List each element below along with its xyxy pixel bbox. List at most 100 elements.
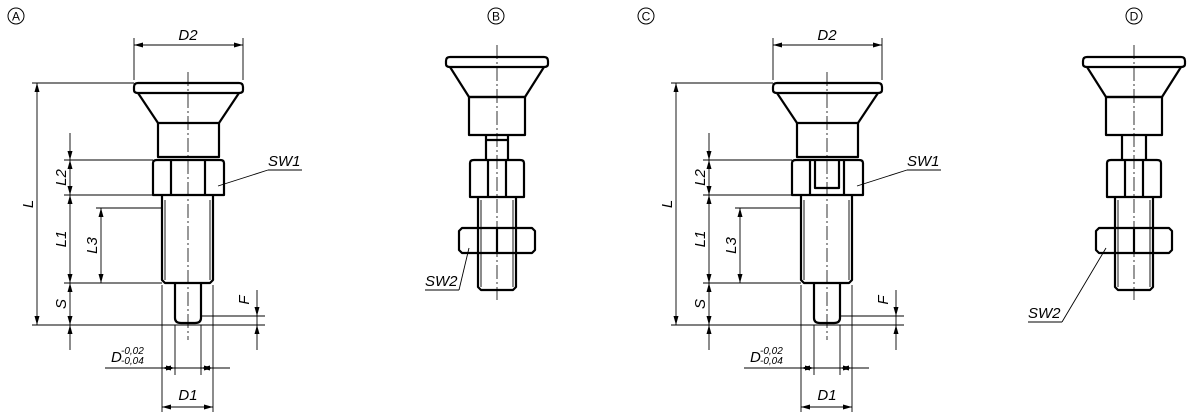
arrowhead <box>67 274 73 283</box>
d-label: D <box>750 349 761 366</box>
s-dimension-label: S <box>53 299 70 309</box>
arrowhead <box>134 42 143 48</box>
l1-dimension-label: L1 <box>53 231 70 248</box>
view-label-C: C <box>637 7 655 25</box>
view-B: SW2 <box>425 45 550 300</box>
neck <box>1104 95 1164 137</box>
circle-marker <box>7 7 25 25</box>
view-label-B: B <box>487 7 505 25</box>
hex-body <box>468 158 526 199</box>
arrowhead <box>67 186 73 195</box>
arrowhead <box>162 404 171 410</box>
l-dimension-label: L <box>20 200 37 208</box>
knob-cone <box>137 92 240 125</box>
sw1-label: SW1 <box>268 153 301 170</box>
arrowhead <box>98 274 104 283</box>
sw2-leader <box>1061 247 1107 323</box>
hex-body <box>1105 158 1163 199</box>
arrowhead <box>67 195 73 204</box>
hex-nut-sw1 <box>151 158 226 197</box>
tolerance-upper: -0,02 <box>760 346 783 357</box>
l3-dimension-label: L3 <box>723 237 740 254</box>
arrowhead <box>801 365 810 371</box>
lock-nut-sw2 <box>1094 226 1174 255</box>
threaded-body <box>799 195 854 285</box>
arrowhead <box>737 208 743 217</box>
arrowhead <box>67 325 73 334</box>
l-dimension-label: L <box>659 200 676 208</box>
knob-head <box>444 55 550 69</box>
knob-head <box>132 81 245 95</box>
arrowhead <box>98 208 104 217</box>
arrowhead <box>706 274 712 283</box>
circle-marker <box>1125 7 1143 25</box>
circle-marker <box>637 7 655 25</box>
sw2-leader <box>458 247 470 291</box>
l2-dimension-label: L2 <box>692 169 709 186</box>
arrowhead <box>254 325 260 334</box>
knob-head <box>1081 55 1187 69</box>
arrowhead <box>893 307 899 316</box>
d2-label: D2 <box>178 27 198 44</box>
arrowhead <box>873 42 882 48</box>
view-label-B-letter: B <box>492 10 500 24</box>
arrowhead <box>706 316 712 325</box>
arrowhead <box>67 283 73 292</box>
arrowhead <box>801 404 810 410</box>
arrowhead <box>673 83 679 92</box>
arrowhead <box>706 186 712 195</box>
tolerance-lower: -0,04 <box>760 356 783 367</box>
tolerance-upper: -0,02 <box>121 346 144 357</box>
arrowhead <box>254 307 260 316</box>
arrowhead <box>706 325 712 334</box>
arrowhead <box>673 316 679 325</box>
arrowhead <box>893 325 899 334</box>
view-D: SW2 <box>1028 45 1187 323</box>
l2-dimension-label: L2 <box>53 169 70 186</box>
view-label-A-letter: A <box>12 10 20 24</box>
arrowhead <box>706 160 712 169</box>
slot-stem <box>1120 135 1148 160</box>
view-label-D: D <box>1125 7 1143 25</box>
l3-dimension-label: L3 <box>84 237 101 254</box>
view-label-A: A <box>7 7 25 25</box>
arrowhead <box>34 316 40 325</box>
view-label-D-letter: D <box>1130 10 1139 24</box>
arrowhead <box>843 365 852 371</box>
arrowhead <box>162 365 171 371</box>
lock-nut-sw2 <box>457 226 537 255</box>
view-label-C-letter: C <box>642 10 651 24</box>
d2-label: D2 <box>817 27 837 44</box>
f-label: F <box>236 295 253 305</box>
knob-cone <box>776 92 879 125</box>
neck <box>795 123 860 159</box>
d-label: D <box>111 349 122 366</box>
sw2-label: SW2 <box>1028 305 1061 322</box>
arrowhead <box>67 316 73 325</box>
arrowhead <box>773 42 782 48</box>
knob-head <box>771 81 884 95</box>
arrowhead <box>34 83 40 92</box>
arrowhead <box>843 404 852 410</box>
sw1-leader <box>856 169 908 187</box>
l1-dimension-label: L1 <box>692 231 709 248</box>
arrowhead <box>737 274 743 283</box>
neck <box>467 95 527 137</box>
arrowhead <box>204 404 213 410</box>
s-dimension-label: S <box>692 299 709 309</box>
arrowhead <box>67 160 73 169</box>
arrowhead <box>67 151 73 160</box>
neck <box>156 123 221 159</box>
tolerance-lower: -0,04 <box>121 356 144 367</box>
threaded-body <box>160 195 215 285</box>
arrowhead <box>706 283 712 292</box>
sw1-label: SW1 <box>907 153 940 170</box>
arrowhead <box>234 42 243 48</box>
arrowhead <box>204 365 213 371</box>
f-label: F <box>875 295 892 305</box>
arrowhead <box>706 151 712 160</box>
